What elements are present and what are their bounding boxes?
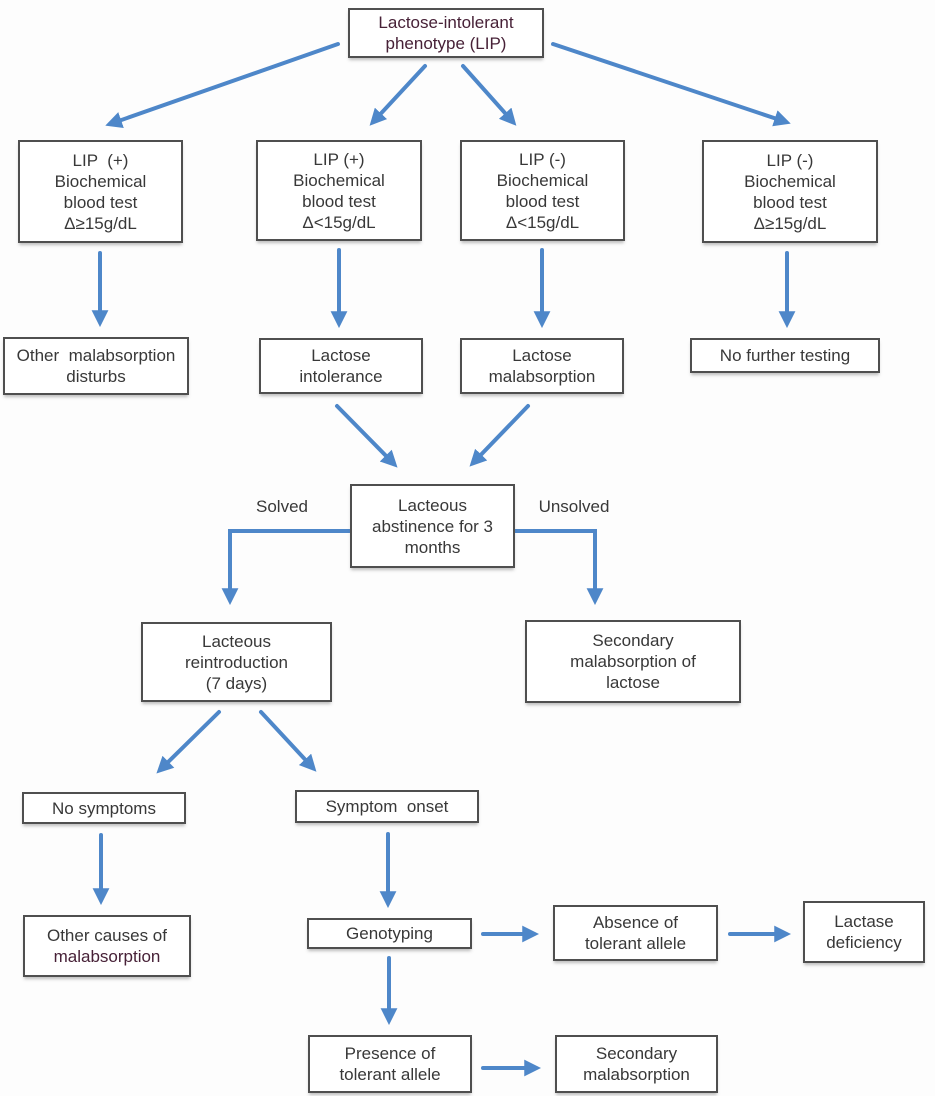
node-absence-of-tolerant-allele: Absence of tolerant allele bbox=[553, 905, 718, 961]
node-lip-negative-delta-high: LIP (-) Biochemical blood test Δ≥15g/dL bbox=[702, 140, 878, 243]
node-lacteous-reintroduction: Lacteous reintroduction (7 days) bbox=[141, 622, 332, 702]
edge-label-unsolved: Unsolved bbox=[538, 497, 610, 516]
arrow-reintroduction-to-no-symptoms bbox=[156, 710, 221, 774]
node-lactose-malabsorption: Lactose malabsorption bbox=[460, 338, 624, 394]
node-other-malabsorption-disturbs: Other malabsorption disturbs bbox=[3, 337, 189, 395]
node-symptom-onset: Symptom onset bbox=[295, 790, 479, 823]
node-other-causes-line2: malabsorption bbox=[53, 947, 161, 966]
node-no-symptoms: No symptoms bbox=[22, 792, 186, 824]
arrow-lip-to-lip-pos-low bbox=[369, 64, 427, 126]
node-lip-negative-delta-low: LIP (-) Biochemical blood test Δ<15g/dL bbox=[460, 140, 625, 241]
node-other-causes-of-malabsorption: Other causes of malabsorption bbox=[23, 915, 191, 977]
node-lactase-deficiency: Lactase deficiency bbox=[803, 901, 925, 963]
arrow-malabsorption-to-abstinence bbox=[469, 404, 530, 467]
arrow-lip-to-lip-neg-low bbox=[461, 64, 517, 126]
edge-label-solved: Solved bbox=[256, 497, 308, 516]
connector-solved-to-reintroduction bbox=[221, 529, 352, 606]
node-other-causes-line1: Other causes of bbox=[46, 926, 167, 945]
node-lacteous-abstinence: Lacteous abstinence for 3 months bbox=[350, 484, 515, 568]
node-secondary-malabsorption: Secondary malabsorption bbox=[555, 1035, 718, 1093]
connector-unsolved-to-secondary-malabsorption bbox=[513, 529, 604, 606]
node-presence-of-tolerant-allele: Presence of tolerant allele bbox=[308, 1035, 472, 1093]
arrow-reintroduction-to-symptom-onset bbox=[259, 710, 317, 772]
arrow-intolerance-to-abstinence bbox=[335, 404, 398, 468]
arrow-lip-to-lip-neg-high bbox=[551, 42, 791, 127]
node-lip-positive-delta-low: LIP (+) Biochemical blood test Δ<15g/dL bbox=[256, 140, 422, 241]
node-genotyping: Genotyping bbox=[307, 918, 472, 949]
node-lip-positive-delta-high: LIP (+) Biochemical blood test Δ≥15g/dL bbox=[18, 140, 183, 243]
node-lactose-intolerant-phenotype: Lactose-intolerant phenotype (LIP) bbox=[348, 8, 544, 58]
node-secondary-malabsorption-of-lactose: Secondary malabsorption of lactose bbox=[525, 620, 741, 703]
arrow-lip-to-lip-pos-high bbox=[105, 42, 340, 129]
node-no-further-testing: No further testing bbox=[690, 338, 880, 373]
node-lactose-intolerance: Lactose intolerance bbox=[259, 338, 423, 394]
